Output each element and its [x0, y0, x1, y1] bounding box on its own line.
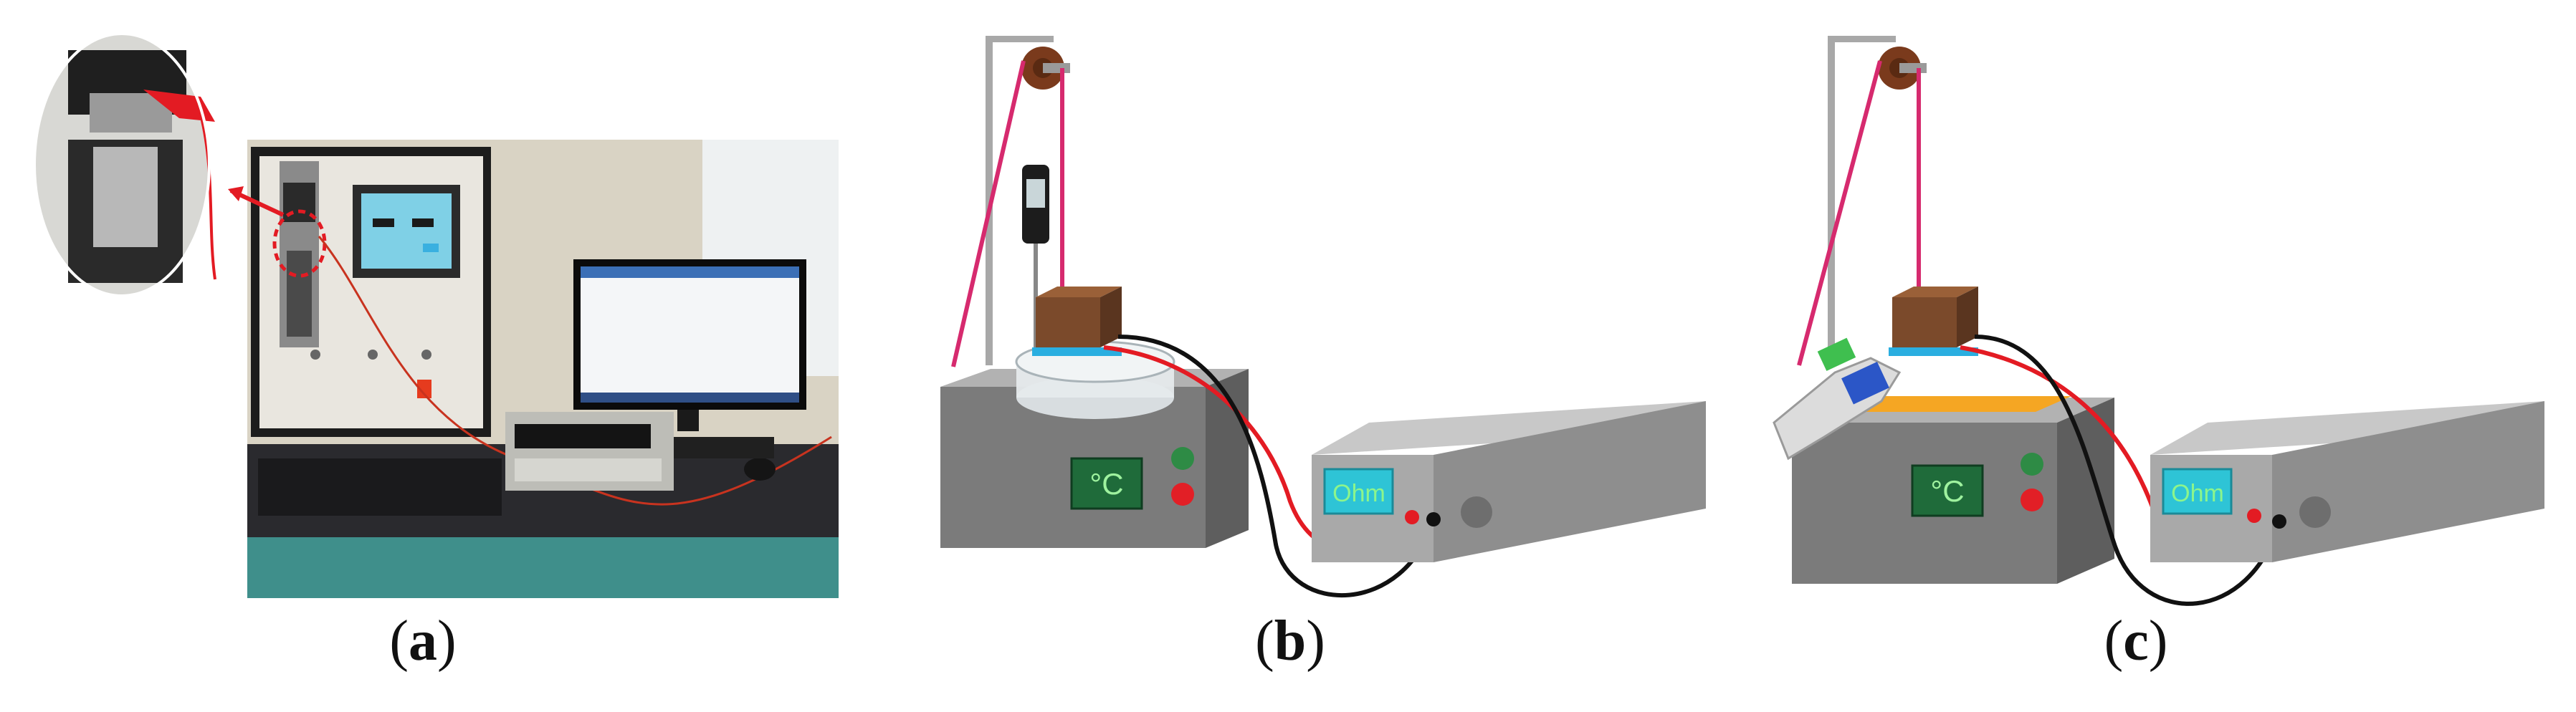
pulley-axle-c	[1899, 63, 1927, 73]
sample-top-c	[1892, 287, 1978, 297]
stand-arm-b	[986, 36, 1054, 42]
ohmmeter-terminal-black-c	[2272, 514, 2286, 529]
ohmmeter-display-c	[2162, 468, 2233, 515]
sample-side-c	[1957, 287, 1978, 347]
ir-thermometer-screen-c	[1841, 362, 1889, 405]
ohmmeter-knob-b	[1461, 496, 1492, 528]
zoom-inset-lead	[199, 114, 216, 280]
photo-monitor-taskbar	[581, 393, 799, 403]
tester-screen	[361, 193, 452, 269]
sample-front-c	[1892, 297, 1957, 347]
caption-b-letter: b	[1274, 610, 1307, 673]
tester-screen-button	[423, 244, 439, 252]
electrode-plate-b	[1032, 347, 1122, 356]
heater-display-label-c: °C	[1930, 474, 1964, 508]
heater-display-b	[1070, 457, 1143, 510]
zoom-inset-outline	[33, 32, 211, 297]
ir-thermometer-cap-c	[1817, 337, 1856, 371]
sample-front-b	[1036, 297, 1100, 347]
tester-power-switch	[417, 380, 431, 398]
photo-mouse	[744, 458, 776, 481]
caption-a-open: (	[389, 610, 409, 673]
heater-button-red-c	[2021, 489, 2043, 511]
ohmmeter-terminal-red-b	[1405, 510, 1419, 524]
caption-a-letter: a	[409, 610, 437, 673]
caption-c-close: )	[2148, 610, 2168, 673]
caption-b-close: )	[1306, 610, 1325, 673]
zoom-callout-arrowhead	[228, 186, 244, 201]
black-lead-b	[1117, 335, 1436, 598]
ohmmeter-terminal-red-c	[2247, 509, 2261, 523]
electrode-plate-c	[1889, 347, 1978, 356]
caption-b: (b)	[1218, 609, 1362, 674]
ohmmeter-top-b	[1312, 401, 1706, 455]
caption-b-open: (	[1255, 610, 1274, 673]
panel-b-diagram: °C Ohm	[940, 36, 1706, 598]
tester-grip-lower	[287, 251, 312, 337]
pulley-axle-b	[1043, 63, 1070, 73]
heater-button-green-c	[2021, 453, 2043, 476]
pulley-cord-left-b	[951, 60, 1026, 367]
photo-monitor-stand	[677, 410, 699, 431]
heater-button-red-b	[1171, 483, 1194, 506]
ohmmeter-display-label-c: Ohm	[2171, 480, 2224, 507]
tester-knob-1	[310, 350, 320, 360]
caption-a: (a)	[351, 609, 495, 674]
tester-screen-box1	[373, 218, 394, 227]
bench-cabinet	[247, 537, 839, 598]
panel-a-photo	[33, 32, 839, 598]
tester-knob-3	[421, 350, 431, 360]
sample-top-b	[1036, 287, 1122, 297]
ohmmeter-side-c	[2272, 401, 2544, 562]
ohmmeter-display-b	[1323, 468, 1394, 515]
hot-plate-c	[1835, 396, 2071, 412]
caption-a-close: )	[437, 610, 457, 673]
probe-thermometer-screen-b	[1026, 179, 1045, 208]
photo-keyboard	[674, 437, 774, 458]
stand-arm-c	[1828, 36, 1896, 42]
photo-multimeter-keys	[515, 458, 662, 481]
ohmmeter-side-b	[1434, 401, 1706, 562]
heater-display-c	[1911, 464, 1984, 517]
caption-c-letter: c	[2123, 610, 2149, 673]
photo-monitor-screen	[581, 266, 799, 403]
photo-multimeter-display	[515, 424, 651, 448]
panel-c-diagram: °C Ohm	[1773, 36, 2544, 606]
tester-knob-2	[368, 350, 378, 360]
tester-screen-box2	[412, 218, 434, 227]
pulley-cord-left-c	[1797, 60, 1882, 366]
black-lead-c	[1974, 335, 2281, 606]
ohmmeter-top-c	[2150, 401, 2544, 455]
ohmmeter-terminal-black-b	[1426, 512, 1441, 526]
stand-post-c	[1828, 36, 1835, 365]
ohmmeter-display-label-b: Ohm	[1332, 480, 1385, 507]
ohmmeter-knob-c	[2299, 496, 2331, 528]
bench-mat	[258, 458, 502, 516]
heater-side-c	[2057, 398, 2114, 584]
photo-monitor-toolbar	[581, 266, 799, 278]
heater-display-label-b: °C	[1089, 467, 1123, 501]
heater-button-green-b	[1171, 447, 1194, 470]
caption-c: (c)	[2064, 609, 2208, 674]
stand-post-b	[986, 36, 993, 365]
sample-side-b	[1100, 287, 1122, 347]
caption-c-open: (	[2104, 610, 2124, 673]
zoom-inset-fixture	[93, 147, 158, 247]
